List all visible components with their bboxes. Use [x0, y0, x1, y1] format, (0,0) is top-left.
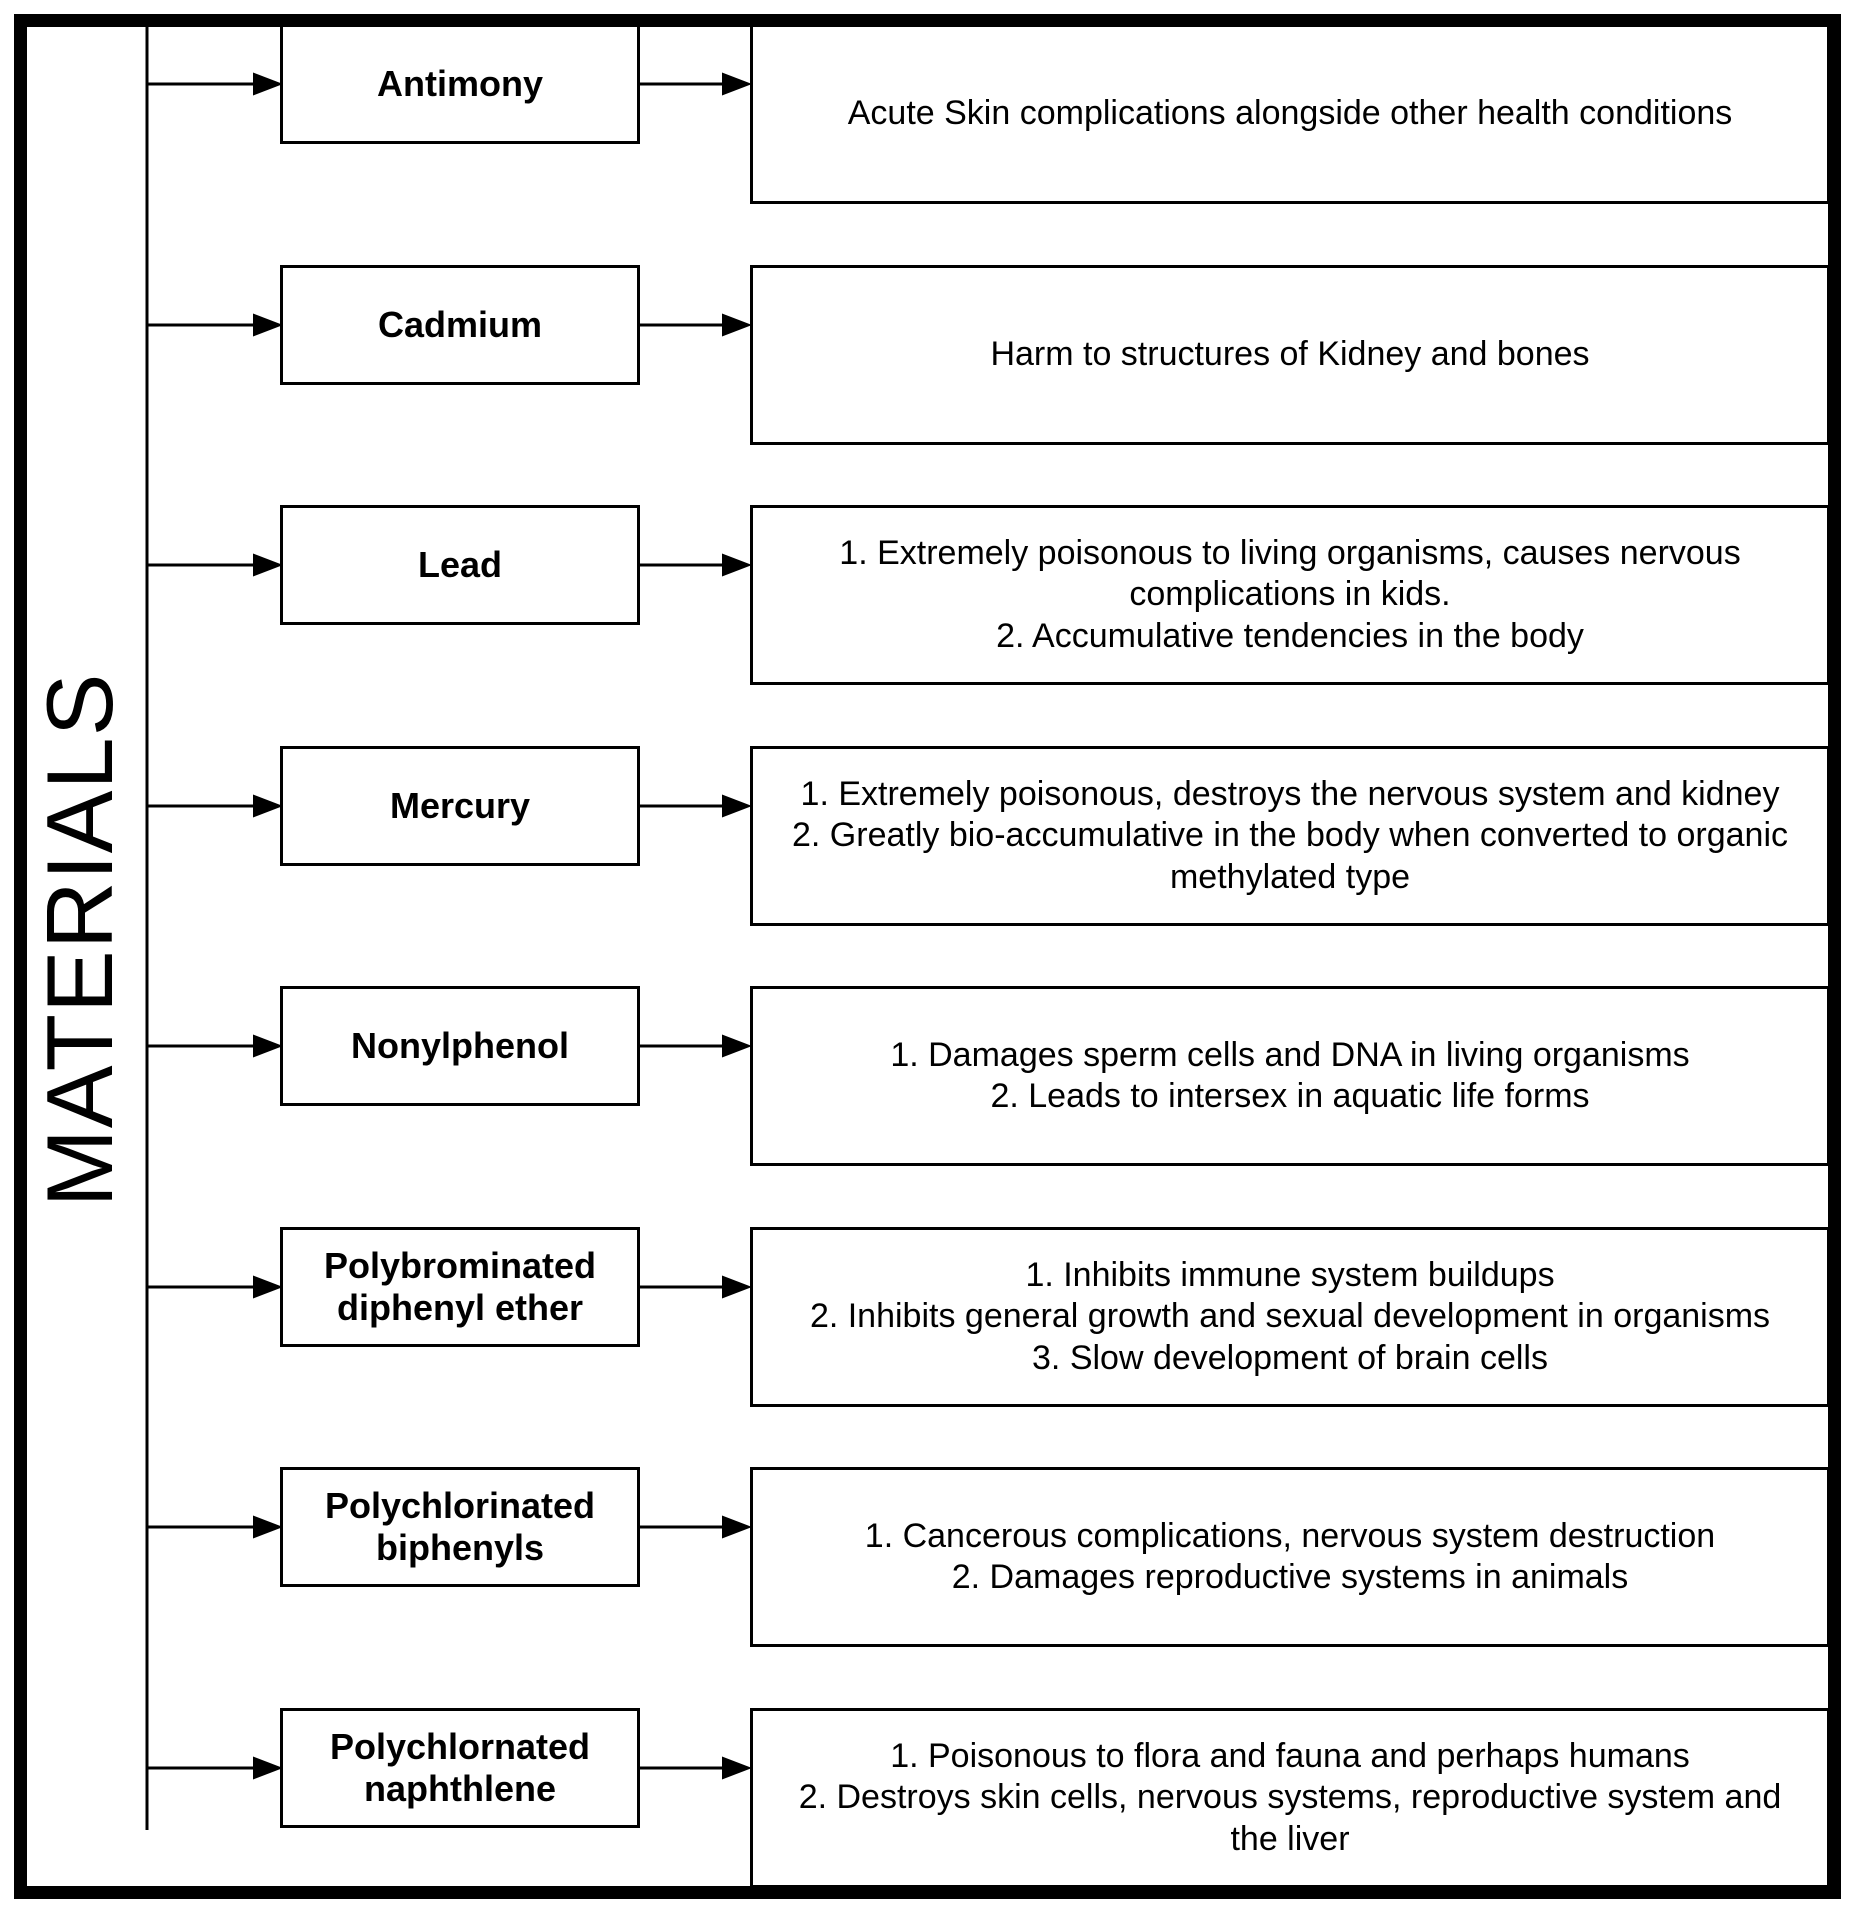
effect-box-nonylphenol: 1. Damages sperm cells and DNA in living…: [750, 986, 1830, 1166]
branch-arrowhead: [253, 1275, 283, 1299]
effect-text: 1. Poisonous to flora and fauna and perh…: [798, 1736, 1782, 1858]
connector-arrowhead: [722, 1275, 752, 1299]
effect-text: 1. Extremely poisonous, destroys the ner…: [792, 774, 1788, 896]
connector-arrowhead: [722, 1756, 752, 1780]
effect-text: 1. Damages sperm cells and DNA in living…: [890, 1035, 1690, 1115]
effect-text: 1. Cancerous complications, nervous syst…: [864, 1516, 1716, 1596]
connector-arrowhead: [722, 1034, 752, 1058]
material-box-nonylphenol: Nonylphenol: [280, 986, 640, 1106]
outer-frame: [14, 14, 1841, 1899]
effect-box-lead: 1. Extremely poisonous to living organis…: [750, 505, 1830, 685]
effect-text: Harm to structures of Kidney and bones: [990, 335, 1590, 374]
branch-arrowhead: [253, 794, 283, 818]
effect-text: 1. Extremely poisonous to living organis…: [839, 533, 1741, 655]
material-name: Polybrominated diphenyl ether: [323, 1245, 597, 1328]
effect-box-mercury: 1. Extremely poisonous, destroys the ner…: [750, 746, 1830, 926]
connector-arrowhead: [722, 794, 752, 818]
effect-text: Acute Skin complications alongside other…: [847, 94, 1733, 133]
branch-arrowhead: [253, 553, 283, 577]
branch-arrowhead: [253, 1756, 283, 1780]
material-box-antimony: Antimony: [280, 24, 640, 144]
material-name: Polychlorinated biphenyls: [324, 1485, 596, 1568]
effect-box-polybrominated-diphenyl-ether: 1. Inhibits immune system buildups 2. In…: [750, 1227, 1830, 1407]
material-name: Polychlornated naphthlene: [329, 1726, 591, 1809]
connector-arrowhead: [722, 1515, 752, 1539]
branch-arrowhead: [253, 72, 283, 96]
connector-arrowhead: [722, 553, 752, 577]
material-box-lead: Lead: [280, 505, 640, 625]
material-box-mercury: Mercury: [280, 746, 640, 866]
effect-box-polychlorinated-biphenyls: 1. Cancerous complications, nervous syst…: [750, 1467, 1830, 1647]
material-name: Antimony: [377, 63, 543, 105]
branch-arrowhead: [253, 1515, 283, 1539]
effect-box-polychlornated-naphthlene: 1. Poisonous to flora and fauna and perh…: [750, 1708, 1830, 1888]
effect-box-antimony: Acute Skin complications alongside other…: [750, 24, 1830, 204]
connector-arrowhead: [722, 313, 752, 337]
material-name: Mercury: [389, 785, 531, 827]
material-box-polybrominated-diphenyl-ether: Polybrominated diphenyl ether: [280, 1227, 640, 1347]
material-name: Cadmium: [377, 304, 543, 346]
material-box-polychlornated-naphthlene: Polychlornated naphthlene: [280, 1708, 640, 1828]
material-name: Lead: [417, 544, 503, 586]
branch-arrowhead: [253, 1034, 283, 1058]
effect-text: 1. Inhibits immune system buildups 2. In…: [809, 1255, 1771, 1377]
material-box-cadmium: Cadmium: [280, 265, 640, 385]
effect-box-cadmium: Harm to structures of Kidney and bones: [750, 265, 1830, 445]
branch-arrowhead: [253, 313, 283, 337]
connector-arrowhead: [722, 72, 752, 96]
material-box-polychlorinated-biphenyls: Polychlorinated biphenyls: [280, 1467, 640, 1587]
material-name: Nonylphenol: [351, 1025, 569, 1067]
